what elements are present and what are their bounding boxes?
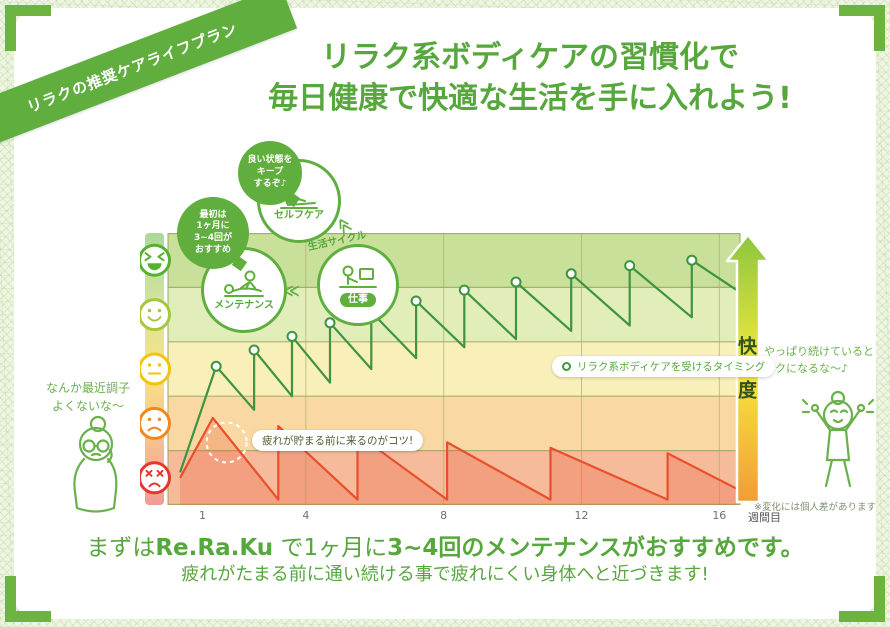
title-line1: リラク系ボディケアの習慣化で — [321, 40, 739, 75]
footer-text-1: まずは — [86, 535, 156, 561]
x-tick: 8 — [440, 509, 448, 522]
footer-recommendation: まずはRe.Ra.Ku で1ヶ月に3~4回のメンテナンスがおすすめです。 — [20, 528, 870, 562]
massage-illustration-icon — [224, 270, 264, 297]
x-tick: 4 — [302, 509, 310, 522]
comfort-chart-canvas — [138, 233, 741, 505]
disclaimer-note: ※変化には個人差があります — [754, 502, 876, 513]
footer-text-2: で1ヶ月に — [273, 535, 388, 561]
care-timing-marker-icon — [562, 362, 571, 371]
x-tick: 12 — [574, 509, 589, 522]
work-label: 仕事 — [340, 293, 376, 307]
keep-condition-bubble: 良い状態を キープ するぞ♪ — [238, 141, 302, 205]
x-tick: 16 — [712, 509, 727, 522]
title-line2: 毎日健康で快適な生活を手に入れよう! — [268, 80, 792, 116]
page-title: リラク系ボディケアの習慣化で 毎日健康で快適な生活を手に入れよう! — [180, 38, 880, 119]
work-illustration-circle: 仕事 — [317, 244, 399, 326]
first-recommendation-bubble: 最初は 1ヶ月に 3~4回が おすすめ — [177, 197, 249, 269]
x-axis-ticks: 1 4 8 12 16 週間目 — [0, 509, 890, 525]
footer-bold-text: 3~4回のメンテナンスがおすすめです。 — [387, 535, 804, 561]
cycle-arrow-icon: ≪ — [283, 281, 300, 300]
tip-bubble: 疲れが貯まる前に来るのがコツ! — [252, 430, 424, 451]
footer-subtext: 疲れがたまる前に通い続ける事で疲れにくい身体へと近づきます! — [181, 564, 709, 585]
corner-bracket-bottom-left — [5, 576, 51, 622]
left-character-speech: なんか最近調子 よくないな〜 — [45, 381, 130, 413]
care-timing-legend-label: リラク系ボディケアを受けるタイミング — [577, 361, 766, 373]
x-tick: 1 — [198, 509, 206, 522]
x-axis-unit: 週間目 — [748, 511, 781, 524]
care-timing-legend: リラク系ボディケアを受けるタイミング — [552, 356, 776, 377]
desk-work-illustration-icon — [339, 265, 377, 288]
brand-name: Re.Ra.Ku — [155, 535, 274, 561]
y-axis-label: 快適度 — [733, 336, 760, 432]
corner-bracket-bottom-right — [839, 576, 885, 622]
tired-character-illustration — [73, 415, 118, 513]
selfcare-label: セルフケア — [274, 210, 324, 221]
corner-bracket-top-left — [5, 5, 51, 51]
comfort-chart — [138, 233, 744, 505]
maintenance-label: メンテナンス — [214, 300, 274, 311]
happy-character-illustration — [801, 390, 875, 488]
corner-bracket-top-right — [839, 5, 885, 51]
right-character-speech: やっぱり続けていると ラクになるな〜♪ — [764, 345, 874, 375]
